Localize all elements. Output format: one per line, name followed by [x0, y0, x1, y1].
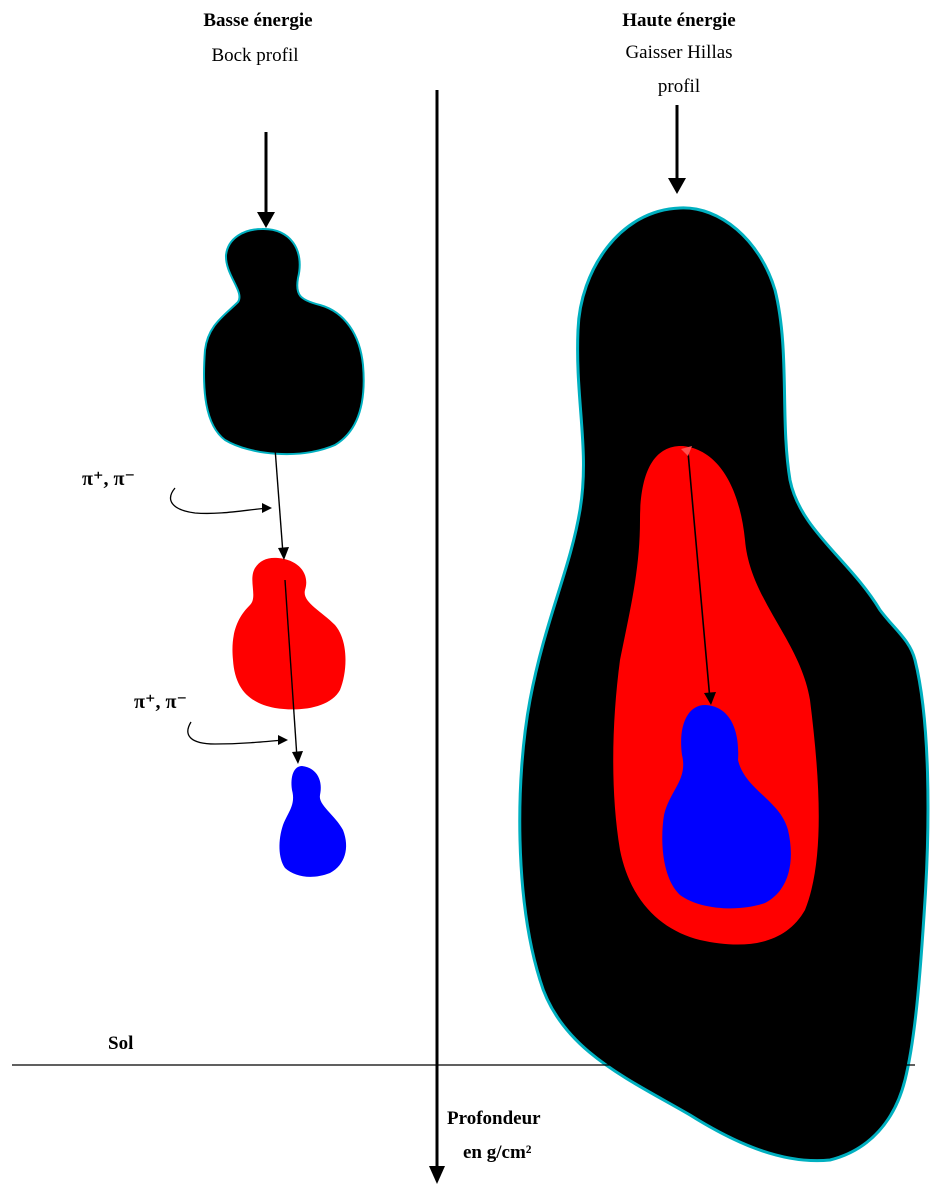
high-energy-subtitle-line2: profil [658, 76, 700, 97]
depth-axis-label-line1: Profondeur [447, 1108, 541, 1129]
low-energy-cascade-arrowhead-2 [292, 751, 303, 764]
low-energy-cascade-arrow-2 [284, 579, 298, 759]
pion-label-2: π⁺, π⁻ [134, 691, 187, 713]
low-energy-primary-arrowhead [257, 212, 275, 228]
pion-pointer-1 [170, 487, 269, 515]
high-energy-shower-blue [662, 705, 791, 909]
high-energy-title: Haute énergie [622, 10, 735, 31]
low-energy-title: Basse énergie [203, 10, 312, 31]
low-energy-cascade-arrowhead-1 [278, 547, 289, 560]
low-energy-shower-blue [279, 766, 347, 877]
high-energy-primary-arrowhead [668, 178, 686, 194]
high-energy-cascade-arrow [687, 451, 711, 701]
depth-axis-label-line2: en g/cm² [463, 1142, 532, 1163]
high-energy-cascade-tail [681, 446, 692, 456]
depth-axis-arrowhead [429, 1166, 445, 1184]
ground-label: Sol [108, 1033, 133, 1054]
low-energy-shower-black [203, 227, 365, 455]
high-energy-cascade-arrowhead [704, 692, 716, 705]
pion-pointer-2-head [278, 735, 288, 745]
low-energy-cascade-arrow-1 [274, 447, 284, 555]
low-energy-subtitle: Bock profil [211, 45, 298, 66]
pion-pointer-2 [187, 721, 285, 745]
high-energy-subtitle-line1: Gaisser Hillas [625, 42, 732, 63]
pion-label-1: π⁺, π⁻ [82, 468, 135, 490]
pion-pointer-1-head [262, 503, 272, 513]
